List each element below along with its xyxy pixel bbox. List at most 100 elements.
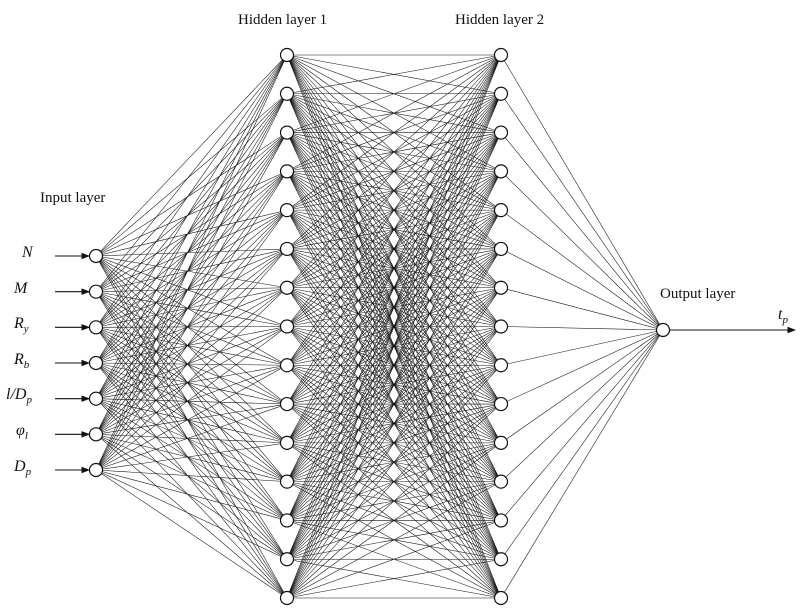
hidden2-node-14 — [493, 590, 509, 606]
edge-hidden2-output — [500, 171, 664, 331]
edge-input-hidden1 — [95, 291, 288, 327]
edge-input-hidden1 — [95, 132, 288, 435]
hidden1-node-14 — [279, 590, 295, 606]
edge-input-hidden1 — [95, 287, 288, 435]
edge-input-hidden1 — [95, 327, 288, 521]
hidden2-node-2 — [493, 125, 509, 140]
edge-input-hidden1 — [95, 326, 288, 328]
hidden2-node-3 — [493, 164, 509, 179]
input-label-2: Ry — [14, 315, 29, 335]
edge-input-hidden1 — [95, 255, 288, 599]
edge-input-hidden1 — [95, 362, 288, 444]
input-node-2 — [88, 320, 104, 335]
edge-hidden1-hidden2 — [286, 132, 502, 599]
edge-hidden1-hidden2 — [286, 93, 502, 599]
edge-input-hidden1 — [95, 54, 288, 471]
input-label-3-base: R — [14, 351, 24, 368]
hidden1-node-3 — [279, 164, 295, 179]
edge-input-hidden1 — [95, 398, 288, 521]
edge-input-hidden1 — [95, 54, 288, 364]
edge-input-hidden1 — [95, 327, 288, 599]
edge-hidden1-hidden2 — [286, 54, 502, 288]
edge-input-hidden1 — [95, 291, 288, 599]
input-label-5: φl — [16, 422, 28, 442]
hidden-layer-1-title: Hidden layer 1 — [238, 12, 328, 28]
edge-input-hidden1 — [95, 255, 288, 288]
edge-input-hidden1 — [95, 209, 288, 257]
edge-input-hidden1 — [95, 255, 288, 444]
edge-input-hidden1 — [95, 132, 288, 292]
edge-input-hidden1 — [95, 209, 288, 471]
hidden1-node-0 — [279, 47, 295, 63]
hidden2-node-12 — [493, 513, 509, 528]
edge-input-hidden1 — [95, 327, 288, 366]
input-node-0 — [88, 248, 104, 264]
hidden1-node-8 — [279, 358, 295, 373]
edge-input-hidden1 — [95, 469, 288, 521]
edge-input-hidden1 — [95, 469, 288, 482]
edge-hidden1-hidden2 — [286, 54, 502, 366]
edge-input-hidden1 — [95, 93, 288, 399]
edge-input-hidden1 — [95, 398, 288, 444]
input-layer-title: Input layer — [40, 190, 106, 206]
edge-hidden2-output — [500, 132, 664, 331]
hidden-layer-2-title: Hidden layer 2 — [455, 12, 545, 28]
edge-input-hidden1 — [95, 209, 288, 399]
edge-input-hidden1 — [95, 434, 288, 444]
edge-input-hidden1 — [95, 171, 288, 435]
edge-hidden1-hidden2 — [286, 326, 502, 599]
edge-input-hidden1 — [95, 248, 288, 257]
edge-input-hidden1 — [95, 93, 288, 364]
connection-lines — [95, 54, 664, 599]
edge-input-hidden1 — [95, 403, 288, 471]
input-label-0: N — [22, 244, 33, 264]
edge-hidden2-output — [500, 209, 664, 331]
input-node-4 — [88, 391, 104, 406]
input-label-6-base: D — [14, 458, 26, 475]
edge-hidden2-output — [500, 326, 664, 331]
edge-input-hidden1 — [95, 291, 288, 405]
io-arrows — [55, 252, 797, 474]
input-label-3: Rb — [14, 351, 29, 371]
edge-hidden1-hidden2 — [286, 54, 502, 560]
hidden1-node-4 — [279, 203, 295, 218]
edge-input-hidden1 — [95, 248, 288, 435]
edge-input-hidden1 — [95, 255, 288, 560]
edge-input-hidden1 — [95, 171, 288, 328]
edge-input-hidden1 — [95, 326, 288, 364]
edge-input-hidden1 — [95, 209, 288, 292]
edge-hidden1-hidden2 — [286, 54, 502, 172]
edge-hidden1-hidden2 — [286, 403, 502, 599]
edge-input-hidden1 — [95, 209, 288, 364]
edge-input-hidden1 — [95, 442, 288, 471]
edge-input-hidden1 — [95, 291, 288, 560]
hidden2-node-11 — [493, 474, 509, 489]
edge-input-hidden1 — [95, 255, 288, 327]
edge-hidden2-output — [500, 329, 664, 405]
edge-input-hidden1 — [95, 434, 288, 560]
neurons — [88, 47, 671, 606]
input-label-5-base: φ — [16, 422, 25, 439]
edge-hidden1-hidden2 — [286, 54, 502, 211]
edge-input-hidden1 — [95, 132, 288, 399]
edge-input-hidden1 — [95, 248, 288, 328]
edge-input-hidden1 — [95, 362, 288, 599]
edge-hidden2-output — [500, 54, 664, 331]
edge-input-hidden1 — [95, 291, 288, 482]
edge-hidden1-hidden2 — [286, 558, 502, 599]
edge-hidden1-hidden2 — [286, 54, 502, 521]
edge-input-hidden1 — [95, 171, 288, 471]
edge-input-hidden1 — [95, 327, 288, 444]
hidden1-node-6 — [279, 280, 295, 295]
edge-input-hidden1 — [95, 171, 288, 257]
edge-input-hidden1 — [95, 248, 288, 292]
input-label-2-sub: y — [23, 323, 29, 336]
hidden1-node-10 — [279, 435, 295, 450]
edge-input-hidden1 — [95, 365, 288, 471]
input-node-1 — [88, 284, 104, 299]
edge-hidden2-output — [500, 287, 664, 331]
input-label-6-sub: p — [25, 466, 32, 479]
edge-input-hidden1 — [95, 93, 288, 328]
hidden1-node-9 — [279, 396, 295, 412]
edge-input-hidden1 — [95, 93, 288, 292]
